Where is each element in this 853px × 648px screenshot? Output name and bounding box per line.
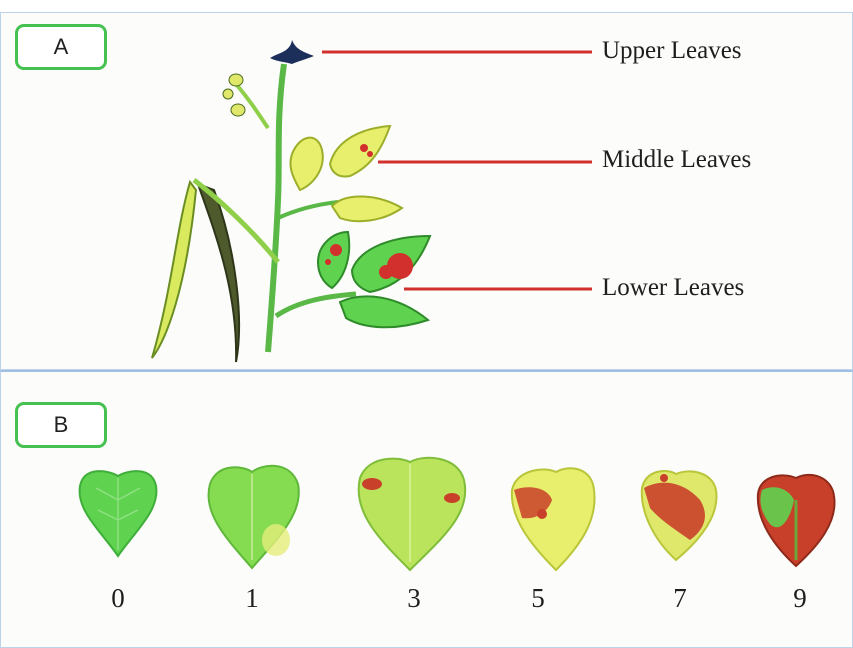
score-label-9: 9 (780, 583, 820, 614)
leaf-score-9 (758, 475, 835, 566)
leaf-score-3 (359, 458, 466, 570)
score-label-3: 3 (394, 583, 434, 614)
leaf-score-7 (642, 471, 717, 560)
leaf-score-0 (80, 471, 157, 556)
leaf-score-1 (209, 466, 299, 568)
leaf-score-5 (512, 468, 595, 570)
score-label-0: 0 (98, 583, 138, 614)
score-label-7: 7 (660, 583, 700, 614)
score-label-1: 1 (232, 583, 272, 614)
score-label-5: 5 (518, 583, 558, 614)
